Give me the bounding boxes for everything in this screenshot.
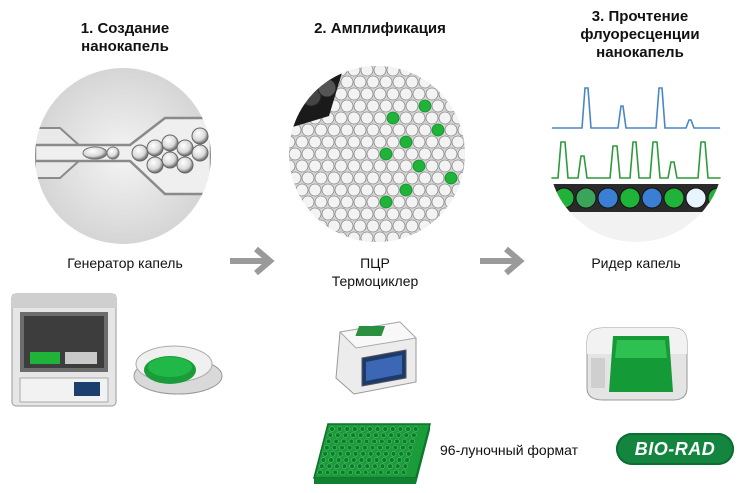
fluorescence-reading-illustration <box>548 66 724 242</box>
step1-title-line2: нанокапель <box>81 38 169 55</box>
step1-title: 1. Создание нанокапель <box>55 20 195 56</box>
amplification-illustration <box>289 66 465 242</box>
step1-caption: Генератор капель <box>67 255 183 271</box>
arrow-right-icon <box>230 246 275 276</box>
step2-caption-line2: Термоциклер <box>331 273 419 289</box>
automated-droplet-generator-image <box>11 293 117 407</box>
plate-format-label: 96-луночный формат <box>440 442 579 458</box>
step3-title: 3. Прочтение флуоресценции нанокапель <box>560 8 720 62</box>
step2-caption: ПЦР Термоциклер <box>300 254 450 290</box>
step3-title-line1: 3. Прочтение <box>591 8 689 25</box>
thermocycler-image <box>335 321 418 395</box>
step3-title-line3: нанокапель <box>596 44 684 61</box>
droplet-generator-image <box>133 345 223 395</box>
arrow-right-icon <box>480 246 525 276</box>
step2-title: 2. Амплификация <box>300 20 460 38</box>
droplet-reader-image <box>586 327 688 401</box>
step1-title-line1: 1. Создание <box>80 20 170 37</box>
bio-rad-logo: BIO-RAD <box>616 433 734 465</box>
step3-caption: Ридер капель <box>591 255 681 271</box>
96-well-plate-image <box>313 423 431 484</box>
step2-caption-line1: ПЦР <box>360 255 390 271</box>
step3-title-line2: флуоресценции <box>580 26 700 43</box>
step2-title-line1: 2. Амплификация <box>314 20 446 37</box>
droplet-generation-illustration <box>35 68 211 244</box>
